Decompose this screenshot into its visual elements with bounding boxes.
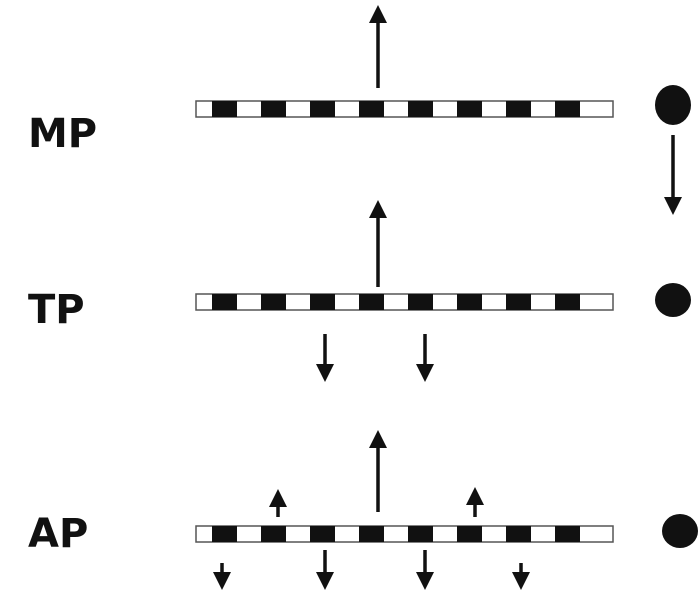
bar-block: [506, 294, 531, 310]
small-up-arrow-ap-head: [269, 489, 287, 507]
small-down-arrow-ap-head: [512, 572, 530, 590]
row-label-mp: MP: [28, 111, 97, 157]
bar-block: [261, 526, 286, 542]
small-down-arrow-ap-head: [213, 572, 231, 590]
down-arrow-transition-head: [664, 197, 682, 215]
bar-block: [212, 101, 237, 117]
bar-ap: [195, 525, 614, 543]
bar-block: [359, 526, 384, 542]
down-arrow-ap-head: [416, 572, 434, 590]
down-arrow-tp-head: [416, 364, 434, 382]
bar-block: [506, 526, 531, 542]
dot-ap: [662, 514, 698, 548]
bar-outline: [195, 100, 614, 118]
bar-block: [457, 526, 482, 542]
bar-block: [408, 101, 433, 117]
bar-outline: [195, 293, 614, 311]
bar-block: [457, 294, 482, 310]
bar-block: [310, 526, 335, 542]
bar-block: [555, 526, 580, 542]
bar-block: [261, 294, 286, 310]
up-arrow-tp-head: [369, 200, 387, 218]
bar-tp: [195, 293, 614, 311]
down-arrow-tp-head: [316, 364, 334, 382]
bar-block: [310, 294, 335, 310]
bar-block: [457, 101, 482, 117]
up-arrow-mp-head: [369, 5, 387, 23]
dot-tp: [655, 283, 691, 317]
row-label-ap: AP: [28, 511, 88, 557]
bar-mp: [195, 100, 614, 118]
bar-block: [555, 294, 580, 310]
bar-block: [506, 101, 531, 117]
row-label-tp: TP: [28, 287, 85, 333]
bar-block: [261, 101, 286, 117]
dot-mp: [655, 85, 691, 125]
small-up-arrow-ap-head: [466, 487, 484, 505]
bar-block: [212, 294, 237, 310]
bar-block: [359, 101, 384, 117]
bar-block: [359, 294, 384, 310]
bar-outline: [195, 525, 614, 543]
down-arrow-ap-head: [316, 572, 334, 590]
bar-block: [408, 526, 433, 542]
up-arrow-ap-head: [369, 430, 387, 448]
bar-block: [310, 101, 335, 117]
bar-block: [408, 294, 433, 310]
bar-block: [555, 101, 580, 117]
bar-block: [212, 526, 237, 542]
